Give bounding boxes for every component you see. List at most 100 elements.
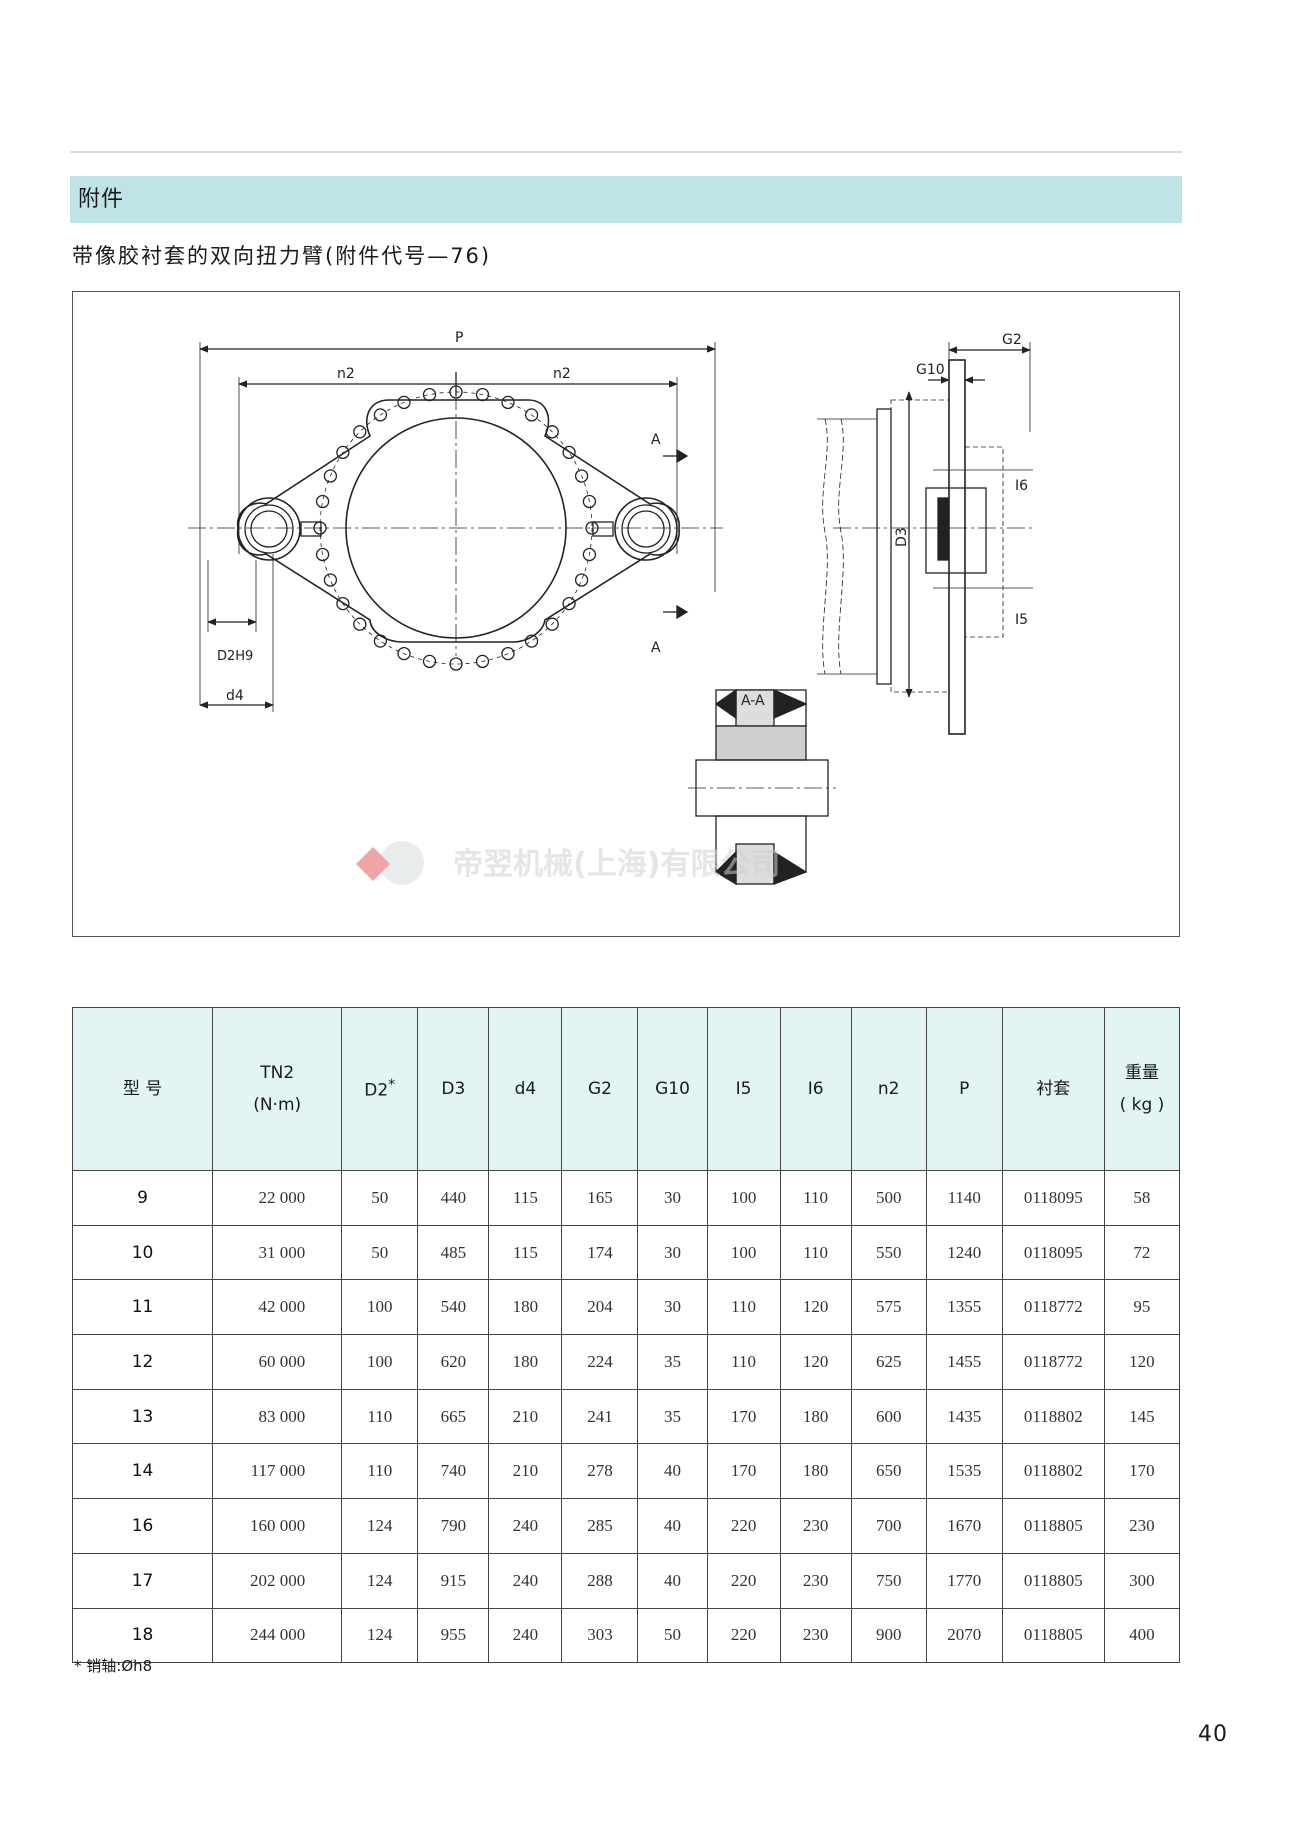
cell-tn2: 22 000 bbox=[212, 1170, 343, 1226]
col-tn2: TN2(N·m) bbox=[212, 1007, 343, 1171]
cell-p: 1670 bbox=[925, 1498, 1003, 1554]
cell-d3: 485 bbox=[417, 1224, 490, 1281]
cell-weight: 170 bbox=[1103, 1443, 1181, 1500]
bushing-side bbox=[925, 487, 987, 574]
cell-sleeve: 0118802 bbox=[1001, 1388, 1105, 1445]
col-i5: I5 bbox=[706, 1007, 781, 1171]
housing-face bbox=[876, 408, 892, 685]
cell-g2: 174 bbox=[561, 1224, 639, 1281]
cell-n2: 625 bbox=[850, 1334, 927, 1390]
cell-sleeve: 0118805 bbox=[1001, 1498, 1105, 1554]
cell-sleeve: 0118772 bbox=[1001, 1279, 1105, 1336]
cell-p: 1535 bbox=[925, 1443, 1003, 1500]
cell-d2: 100 bbox=[341, 1279, 419, 1336]
cell-model: 18 bbox=[71, 1607, 214, 1664]
bolt-hole bbox=[582, 494, 597, 509]
watermark-diamond-icon bbox=[356, 847, 390, 881]
bolt-hole bbox=[422, 387, 437, 402]
bolt-hole bbox=[397, 395, 411, 410]
cell-d4: 240 bbox=[488, 1552, 563, 1609]
cell-d2: 50 bbox=[341, 1224, 419, 1281]
bolt-hole bbox=[562, 596, 576, 611]
label-n2-left: n2 bbox=[337, 366, 355, 382]
bolt-holes bbox=[313, 385, 599, 671]
cell-d2: 110 bbox=[341, 1388, 419, 1445]
top-rule bbox=[70, 151, 1182, 153]
label-n2-right: n2 bbox=[553, 366, 571, 382]
bolt-hole bbox=[475, 654, 490, 669]
cell-i6: 110 bbox=[779, 1170, 852, 1226]
cell-d3: 440 bbox=[417, 1170, 490, 1226]
bolt-hole bbox=[524, 408, 539, 422]
bolt-hole bbox=[315, 547, 330, 562]
cell-g2: 204 bbox=[561, 1279, 639, 1336]
cell-i5: 220 bbox=[706, 1607, 781, 1664]
right-eye-inner bbox=[627, 510, 665, 548]
col-g10: G10 bbox=[637, 1007, 708, 1171]
col-model: 型 号 bbox=[71, 1007, 214, 1171]
right-eye-outer bbox=[614, 497, 678, 561]
cell-i6: 230 bbox=[779, 1498, 852, 1554]
cell-i5: 110 bbox=[706, 1334, 781, 1390]
cell-tn2: 83 000 bbox=[212, 1388, 343, 1445]
bolt-hole bbox=[449, 657, 463, 671]
cell-d4: 210 bbox=[488, 1388, 563, 1445]
cell-n2: 900 bbox=[850, 1607, 927, 1664]
label-d4: d4 bbox=[226, 688, 244, 704]
cell-g2: 224 bbox=[561, 1334, 639, 1390]
cell-g10: 35 bbox=[637, 1334, 708, 1390]
bolt-hole bbox=[524, 634, 539, 648]
cell-i6: 230 bbox=[779, 1552, 852, 1609]
bolt-hole bbox=[562, 445, 576, 460]
bolt-hole bbox=[574, 469, 589, 483]
cell-sleeve: 0118802 bbox=[1001, 1443, 1105, 1500]
bolt-hole bbox=[422, 654, 437, 669]
left-eye-inner bbox=[250, 510, 288, 548]
cell-d3: 740 bbox=[417, 1443, 490, 1500]
cell-d4: 240 bbox=[488, 1607, 563, 1664]
bolt-hole bbox=[353, 425, 367, 439]
col-n2: n2 bbox=[850, 1007, 927, 1171]
cell-n2: 700 bbox=[850, 1498, 927, 1554]
cell-n2: 575 bbox=[850, 1279, 927, 1336]
section-header: 附件 bbox=[70, 176, 1182, 223]
drawing-title: 带像胶衬套的双向扭力臂(附件代号—76) bbox=[72, 244, 492, 268]
cell-i5: 100 bbox=[706, 1170, 781, 1226]
arm-plate-side bbox=[948, 359, 966, 735]
right-eye-mid bbox=[621, 504, 671, 554]
cell-g2: 303 bbox=[561, 1607, 639, 1664]
cell-sleeve: 0118805 bbox=[1001, 1552, 1105, 1609]
col-d2: D2* bbox=[341, 1007, 419, 1171]
left-pin bbox=[300, 521, 322, 537]
bolt-hole bbox=[475, 387, 490, 402]
cell-g2: 285 bbox=[561, 1498, 639, 1554]
cell-weight: 300 bbox=[1103, 1552, 1181, 1609]
cell-g10: 40 bbox=[637, 1552, 708, 1609]
break-line-right bbox=[838, 418, 844, 675]
label-section-aa: A-A bbox=[741, 693, 765, 709]
cell-weight: 95 bbox=[1103, 1279, 1181, 1336]
label-g10: G10 bbox=[916, 362, 945, 378]
cell-p: 1770 bbox=[925, 1552, 1003, 1609]
cell-i6: 110 bbox=[779, 1224, 852, 1281]
cell-d4: 180 bbox=[488, 1334, 563, 1390]
cell-g10: 40 bbox=[637, 1443, 708, 1500]
cell-tn2: 117 000 bbox=[212, 1443, 343, 1500]
page-number: 40 bbox=[1198, 1722, 1228, 1747]
label-i6: I6 bbox=[1015, 478, 1028, 494]
section-bottom-right-wedge bbox=[773, 850, 808, 885]
mount-bracket bbox=[964, 446, 1004, 638]
cell-g10: 50 bbox=[637, 1607, 708, 1664]
bolt-hole bbox=[545, 425, 559, 439]
cell-d2: 100 bbox=[341, 1334, 419, 1390]
cell-n2: 550 bbox=[850, 1224, 927, 1281]
cell-weight: 230 bbox=[1103, 1498, 1181, 1554]
cell-d4: 240 bbox=[488, 1498, 563, 1554]
cell-weight: 58 bbox=[1103, 1170, 1181, 1226]
col-d3: D3 bbox=[417, 1007, 490, 1171]
cell-i6: 180 bbox=[779, 1443, 852, 1500]
col-weight: 重量( kg ) bbox=[1103, 1007, 1181, 1171]
cell-tn2: 244 000 bbox=[212, 1607, 343, 1664]
